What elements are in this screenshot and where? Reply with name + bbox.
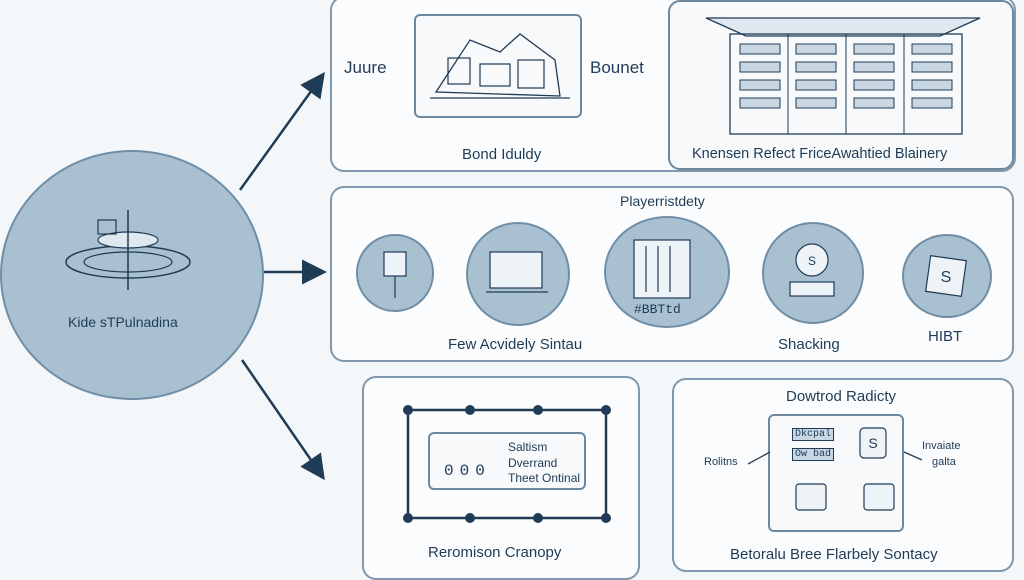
stage-circle-5 bbox=[902, 234, 992, 318]
hub-circle bbox=[0, 150, 264, 400]
top-sketch-box bbox=[414, 14, 582, 118]
status-card bbox=[428, 432, 586, 490]
stage-caption-2: Shacking bbox=[778, 336, 840, 353]
stage-circle-2 bbox=[466, 222, 570, 326]
hub-label: Kide sTPulnadina bbox=[68, 314, 178, 330]
card-line-3: Theet Ontinal bbox=[508, 471, 581, 485]
stage-circle-4 bbox=[762, 222, 864, 324]
chip-1: Dkcpal bbox=[792, 428, 835, 441]
right-note-1: Invaiate bbox=[922, 440, 961, 452]
top-side-caption: Knensen Refect FriceAwahtied Blainery bbox=[692, 146, 948, 162]
chip-2: Ow bad bbox=[792, 448, 835, 461]
bottom-right-title: Dowtrod Radicty bbox=[786, 388, 897, 405]
top-right-label: Bounet bbox=[590, 58, 644, 77]
top-caption: Bond Iduldy bbox=[462, 146, 542, 163]
card-digits: 000 bbox=[444, 462, 491, 480]
stage-caption-1: Few Acvidely Sintau bbox=[448, 336, 583, 353]
stage-circle-1 bbox=[356, 234, 434, 312]
arrow-to-top bbox=[238, 71, 325, 191]
card-line-1: Saltism bbox=[508, 440, 548, 454]
bottom-left-caption: Reromison Cranopy bbox=[428, 544, 562, 561]
middle-title: Playerristdety bbox=[620, 193, 705, 209]
card-line-2: Dverrand bbox=[508, 456, 558, 470]
top-left-label: Juure bbox=[344, 58, 387, 77]
left-note: Rolitns bbox=[704, 456, 738, 468]
bottom-right-panel bbox=[672, 378, 1014, 572]
arrow-to-bottom bbox=[240, 359, 325, 481]
bottom-right-caption: Betoralu Bree Flarbely Sontacy bbox=[730, 546, 938, 563]
top-side-box bbox=[668, 0, 1014, 170]
stage-caption-3: HIBT bbox=[928, 328, 963, 345]
right-note-2: galta bbox=[932, 456, 956, 468]
bottom-right-box bbox=[768, 414, 904, 532]
badge-text: #BBTtd bbox=[634, 302, 681, 317]
